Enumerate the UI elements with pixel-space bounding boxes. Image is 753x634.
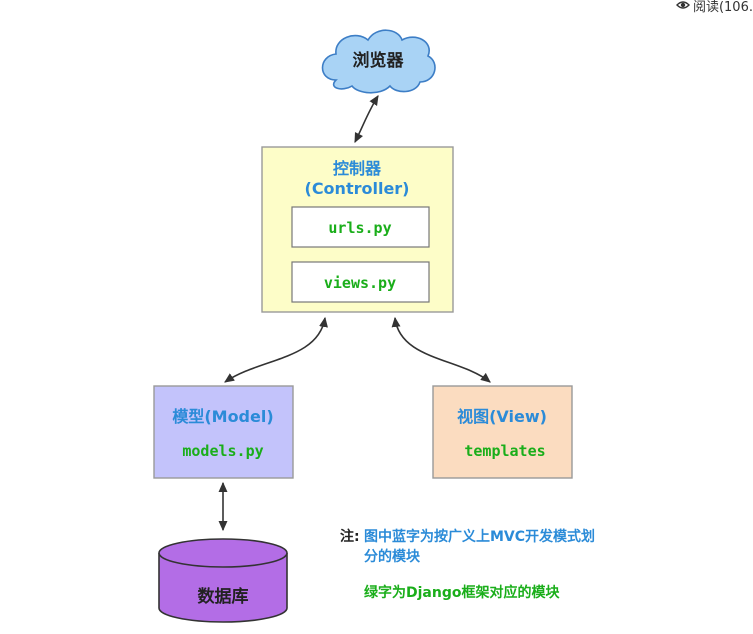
model-file: models.py: [182, 442, 263, 460]
view-title: 视图(View): [457, 407, 547, 426]
note-green-text: 绿字为Django框架对应的模块: [364, 585, 560, 601]
controller-subtitle: (Controller): [305, 179, 410, 198]
eye-icon: [675, 1, 690, 9]
arrow-controller-view: [391, 316, 491, 383]
read-count: 阅读(106.: [675, 0, 753, 15]
database-label: 数据库: [198, 586, 249, 607]
urls-label: urls.py: [328, 219, 391, 237]
views-label: views.py: [324, 274, 396, 292]
note-label: 注:: [340, 529, 360, 545]
controller-box: 控制器 (Controller) urls.py views.py: [261, 146, 454, 313]
urls-box: [291, 206, 430, 248]
note: 注: 图中蓝字为按广义上MVC开发模式划分的模块 绿字为Django框架对应的模…: [340, 527, 600, 603]
model-box: 模型(Model) models.py: [153, 385, 294, 479]
model-title: 模型(Model): [172, 407, 273, 426]
views-box: [291, 261, 430, 303]
view-box: 视图(View) templates: [432, 385, 573, 479]
controller-title: 控制器: [333, 159, 382, 178]
read-count-label: 阅读(106.: [692, 0, 753, 15]
database-cylinder: 数据库: [158, 538, 288, 623]
arrow-browser-controller: [354, 95, 379, 144]
note-blue-text: 图中蓝字为按广义上MVC开发模式划分的模块: [364, 529, 596, 565]
view-file: templates: [464, 442, 545, 460]
browser-label: 浏览器: [353, 50, 405, 71]
arrow-controller-model: [224, 316, 328, 383]
browser-cloud: 浏览器: [321, 29, 436, 94]
